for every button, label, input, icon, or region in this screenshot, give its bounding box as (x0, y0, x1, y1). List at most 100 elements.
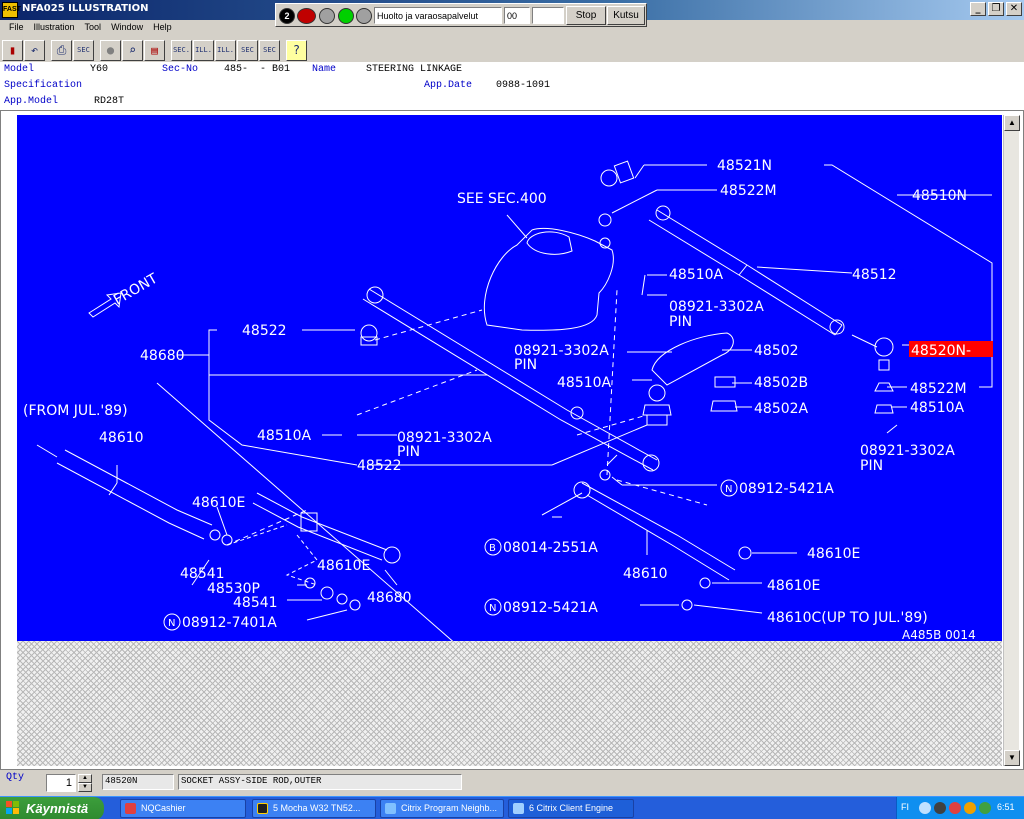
label-48610E-1[interactable]: 48610E (192, 495, 245, 511)
language-indicator[interactable]: FI (901, 802, 909, 812)
extra-input[interactable] (532, 7, 564, 24)
svg-text:B: B (489, 543, 496, 554)
scroll-down-icon[interactable]: ▼ (1004, 750, 1020, 766)
label-48680-left[interactable]: 48680 (140, 348, 185, 364)
label-48541-1[interactable]: 48541 (180, 566, 225, 582)
task-mocha[interactable]: 5 Mocha W32 TN52... (252, 799, 376, 818)
label-48610C[interactable]: 48610C(UP TO JUL.'89) (767, 610, 928, 626)
part-number-field[interactable]: 48520N (102, 774, 174, 790)
label-n-08912-7401A[interactable]: 08912-7401A (182, 615, 277, 631)
selected-part-highlight[interactable] (909, 341, 993, 357)
label-48522-mid[interactable]: 48522 (357, 458, 402, 474)
label-48522-left[interactable]: 48522 (242, 323, 287, 339)
number-badge[interactable]: 2 (279, 8, 295, 24)
grey-status-icon[interactable] (319, 8, 335, 24)
qty-up-icon[interactable]: ▲ (78, 774, 92, 783)
label-48522M-right[interactable]: 48522M (910, 381, 967, 397)
sec-2-icon[interactable]: SEC (237, 39, 258, 61)
label-n-08912-5421A-1[interactable]: 08912-5421A (739, 481, 834, 497)
exit-icon[interactable]: ▮ (2, 39, 23, 61)
label-48610E-3[interactable]: 48610E (317, 558, 370, 574)
menu-illustration[interactable]: Illustration (33, 22, 75, 32)
label-pin-08921-4[interactable]: 08921-3302A (860, 443, 955, 459)
code-input[interactable] (504, 7, 530, 24)
page-icon[interactable]: ▤ (144, 39, 165, 61)
label-pin-08921-2[interactable]: 08921-3302A (514, 343, 609, 359)
update-icon[interactable] (964, 802, 976, 814)
label-48680-bottom[interactable]: 48680 (367, 590, 412, 606)
restore-button[interactable]: ❐ (988, 2, 1004, 16)
label-48502[interactable]: 48502 (754, 343, 799, 359)
menu-help[interactable]: Help (153, 22, 172, 32)
label-48530P[interactable]: 48530P (207, 581, 260, 597)
clock[interactable]: 6:51 (997, 802, 1015, 812)
secno-label: Sec-No (162, 64, 199, 75)
green-status-icon[interactable] (338, 8, 354, 24)
label-48541-2[interactable]: 48541 (233, 595, 278, 611)
illustration-panel: 48521N 48522M 48510N SEE SEC.400 48510A … (0, 110, 1024, 770)
label-48610E-4[interactable]: 48610E (767, 578, 820, 594)
close-button[interactable]: ✕ (1006, 2, 1022, 16)
kutsu-button[interactable]: Kutsu (607, 6, 645, 25)
label-b-08014-2551A[interactable]: 08014-2551A (503, 540, 598, 556)
label-48610-mid[interactable]: 48610 (623, 566, 668, 582)
label-pin-08921-1[interactable]: 08921-3302A (669, 299, 764, 315)
label-see-sec-400: SEE SEC.400 (457, 191, 547, 207)
ill-icon[interactable]: ILL. (193, 39, 214, 61)
label-48502A[interactable]: 48502A (754, 401, 809, 417)
sec-ill-1-icon[interactable]: SEC. (171, 39, 192, 61)
label-48502B[interactable]: 48502B (754, 375, 808, 391)
qty-down-icon[interactable]: ▼ (78, 783, 92, 792)
help-icon[interactable]: ? (286, 39, 307, 61)
task-citrix-engine[interactable]: 6 Citrix Client Engine (508, 799, 634, 818)
label-n-08912-5421A-2[interactable]: 08912-5421A (503, 600, 598, 616)
speaker-icon[interactable] (934, 802, 946, 814)
label-48521N[interactable]: 48521N (717, 158, 772, 174)
svg-text:N: N (489, 603, 496, 614)
network-icon[interactable] (919, 802, 931, 814)
sec-3-icon[interactable]: SEC (259, 39, 280, 61)
menu-window[interactable]: Window (111, 22, 144, 32)
label-48510A-4[interactable]: 48510A (257, 428, 312, 444)
sec-icon[interactable]: SEC (73, 39, 94, 61)
label-pin-08921-3[interactable]: 08921-3302A (397, 430, 492, 446)
circle-icon[interactable]: ● (100, 39, 121, 61)
label-48510A-2[interactable]: 48510A (557, 375, 612, 391)
ill-2-icon[interactable]: ILL. (215, 39, 236, 61)
vertical-scrollbar[interactable]: ▲ ▼ (1003, 115, 1020, 766)
security-icon[interactable] (949, 802, 961, 814)
task-citrix-program[interactable]: Citrix Program Neighb... (380, 799, 504, 818)
back-icon[interactable]: ↶ (24, 39, 45, 61)
scroll-up-icon[interactable]: ▲ (1004, 115, 1020, 131)
steering-linkage-diagram: 48521N 48522M 48510N SEE SEC.400 48510A … (23, 158, 993, 641)
label-from-jul-89: (FROM JUL.'89) (23, 403, 128, 419)
qty-input[interactable]: 1 (46, 774, 76, 792)
grey-status-icon-2[interactable] (356, 8, 372, 24)
label-48610E-2[interactable]: 48610E (807, 546, 860, 562)
name-label: Name (312, 64, 337, 75)
menu-tool[interactable]: Tool (84, 22, 102, 32)
label-pin-2: PIN (514, 357, 537, 373)
label-48522M-top[interactable]: 48522M (720, 183, 777, 199)
parts-illustration[interactable]: 48521N 48522M 48510N SEE SEC.400 48510A … (17, 115, 1002, 641)
minimize-button[interactable]: _ (970, 2, 986, 16)
red-status-icon[interactable] (297, 8, 316, 24)
label-48520N-selected[interactable]: 48520N- (911, 343, 971, 359)
zoom-icon[interactable]: ⌕ (122, 39, 143, 61)
task-nqcashier[interactable]: NQCashier (120, 799, 246, 818)
label-48510N[interactable]: 48510N (912, 188, 967, 204)
qty-stepper[interactable]: ▲ ▼ (78, 774, 92, 792)
label-48510A-3[interactable]: 48510A (910, 400, 965, 416)
part-description-field[interactable]: SOCKET ASSY-SIDE ROD,OUTER (178, 774, 462, 790)
menu-bar: File Illustration Tool Window Help (0, 20, 1024, 36)
menu-file[interactable]: File (9, 22, 24, 32)
label-48512[interactable]: 48512 (852, 267, 897, 283)
start-button[interactable]: Käynnistä (0, 797, 104, 819)
citrix-icon (385, 803, 396, 814)
stop-button[interactable]: Stop (566, 6, 606, 25)
print-icon[interactable]: ⎙ (51, 39, 72, 61)
search-input[interactable] (374, 7, 502, 24)
label-48510A-1[interactable]: 48510A (669, 267, 724, 283)
label-48610-left[interactable]: 48610 (99, 430, 144, 446)
status-icon[interactable] (979, 802, 991, 814)
